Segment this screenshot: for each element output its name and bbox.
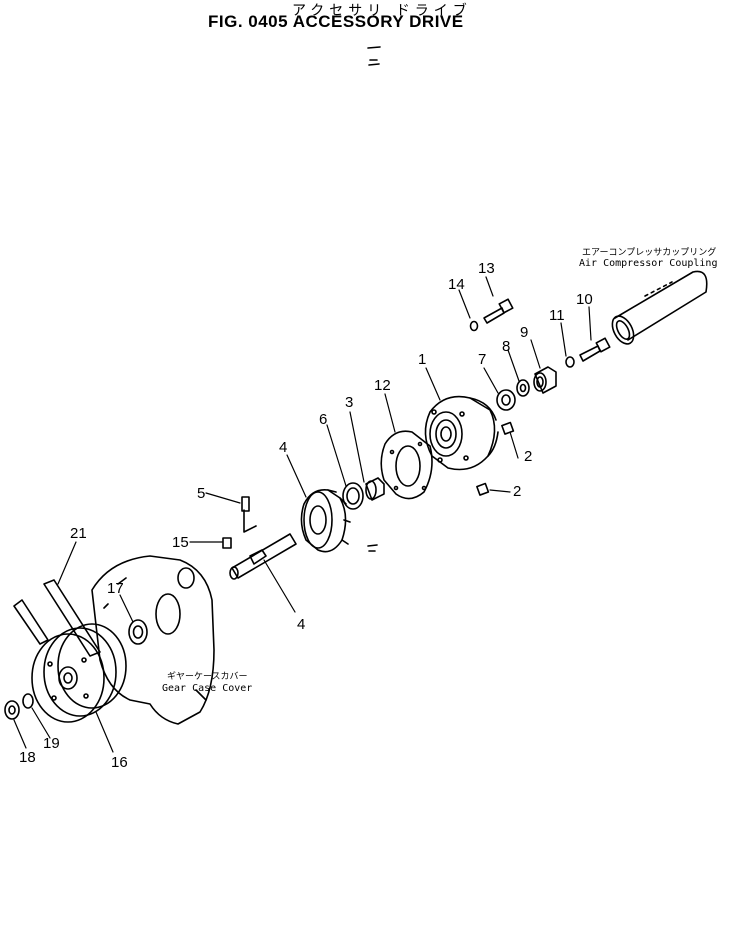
nut-19 <box>4 700 20 720</box>
gasket-13 <box>380 430 433 500</box>
gear-4 <box>300 488 351 553</box>
part-label-1: 1 <box>418 351 426 368</box>
part-label-3: 3 <box>345 394 353 411</box>
part-label-19: 18 <box>19 749 36 766</box>
shaft-5 <box>229 509 297 580</box>
belt-21 <box>13 579 101 657</box>
part-number-labels: 13 14 10 11 9 8 7 1 12 3 6 4 2 2 5 15 4 … <box>19 260 593 771</box>
coupling-10 <box>533 366 557 394</box>
part-label-17: 16 <box>111 754 128 771</box>
air-compressor-coupling <box>611 270 708 345</box>
leader-lines <box>13 276 592 753</box>
key-16 <box>222 537 232 549</box>
part-label-7: 6 <box>319 411 327 428</box>
nut-8 <box>496 389 516 411</box>
part-label-9: 8 <box>502 338 510 355</box>
air-compressor-coupling-jp: エアーコンプレッサカップリング <box>582 246 716 258</box>
part-label-12: 11 <box>549 307 565 324</box>
pin-6 <box>241 496 250 512</box>
part-label-21: 21 <box>70 525 87 542</box>
figure-title: FIG. 0405 ACCESSORY DRIVE <box>208 12 464 31</box>
washer-9 <box>516 379 530 397</box>
gear-case-cover-label: Gear Case Cover <box>162 683 252 694</box>
figure-title-japanese: アクセサリ ドライブ <box>292 3 472 19</box>
bolt-14 <box>483 298 514 324</box>
washer-20 <box>22 693 34 709</box>
bearing-18 <box>128 619 148 645</box>
pulley-17 <box>31 623 127 723</box>
washer-12 <box>565 356 575 368</box>
part-label-16: 15 <box>172 534 189 551</box>
plug-2-lower <box>476 482 490 496</box>
part-label-2-upper: 2 <box>524 448 532 465</box>
part-label-2-lower: 2 <box>513 483 521 500</box>
bearing-3 <box>365 477 385 501</box>
housing-1 <box>424 395 499 471</box>
gear-case-cover-jp: ギヤーケースカバー <box>167 671 248 682</box>
scan-marks-center <box>367 544 378 552</box>
part-label-5: 4 <box>297 616 305 633</box>
part-label-11: 10 <box>576 291 593 308</box>
part-label-4: 4 <box>279 439 287 456</box>
plug-2-upper <box>501 421 515 435</box>
part-label-8: 7 <box>478 351 486 368</box>
bearing-7 <box>342 482 364 510</box>
air-compressor-coupling-label: Air Compressor Coupling <box>579 258 717 269</box>
part-label-20: 19 <box>43 735 60 752</box>
part-label-6: 5 <box>197 485 205 502</box>
part-label-10: 9 <box>520 324 528 341</box>
callout-captions: エアーコンプレッサカップリング Air Compressor Coupling … <box>162 246 717 694</box>
part-label-13: 12 <box>374 377 391 394</box>
part-label-15: 14 <box>448 276 465 293</box>
gear-case-cover <box>91 555 215 725</box>
bolt-11 <box>579 337 611 362</box>
washer-15 <box>469 320 479 332</box>
part-label-18: 17 <box>107 580 124 597</box>
part-label-14: 13 <box>478 260 495 277</box>
scan-marks <box>367 46 381 66</box>
